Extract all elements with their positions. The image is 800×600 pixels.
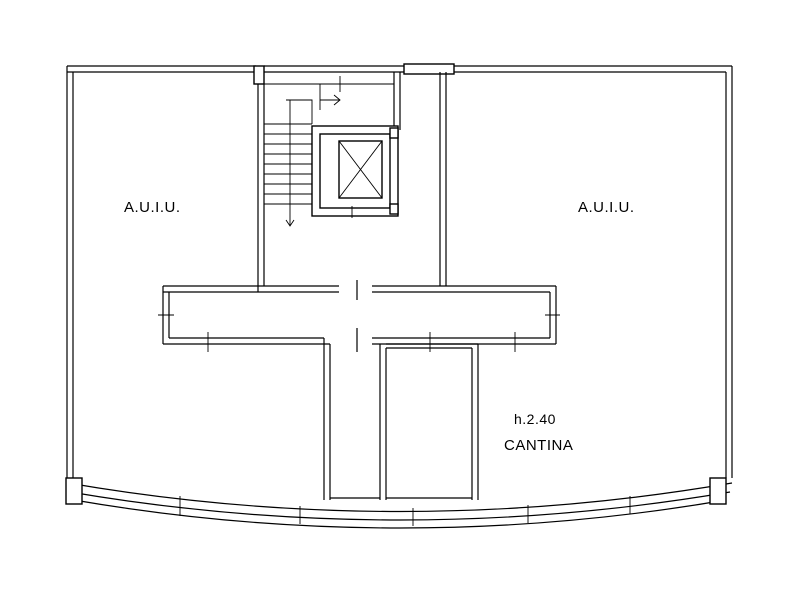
curved-facade (65, 477, 733, 529)
room-label-left: A.U.I.U. (124, 199, 181, 216)
cantina-height-label: h.2.40 (514, 411, 556, 427)
lower-partitions (323, 338, 479, 500)
room-label-right: A.U.I.U. (578, 199, 635, 216)
stair-elevator-core (257, 72, 447, 283)
outer-walls (66, 63, 733, 480)
corridor-walls (158, 280, 560, 352)
cantina-label: CANTINA (504, 437, 574, 454)
